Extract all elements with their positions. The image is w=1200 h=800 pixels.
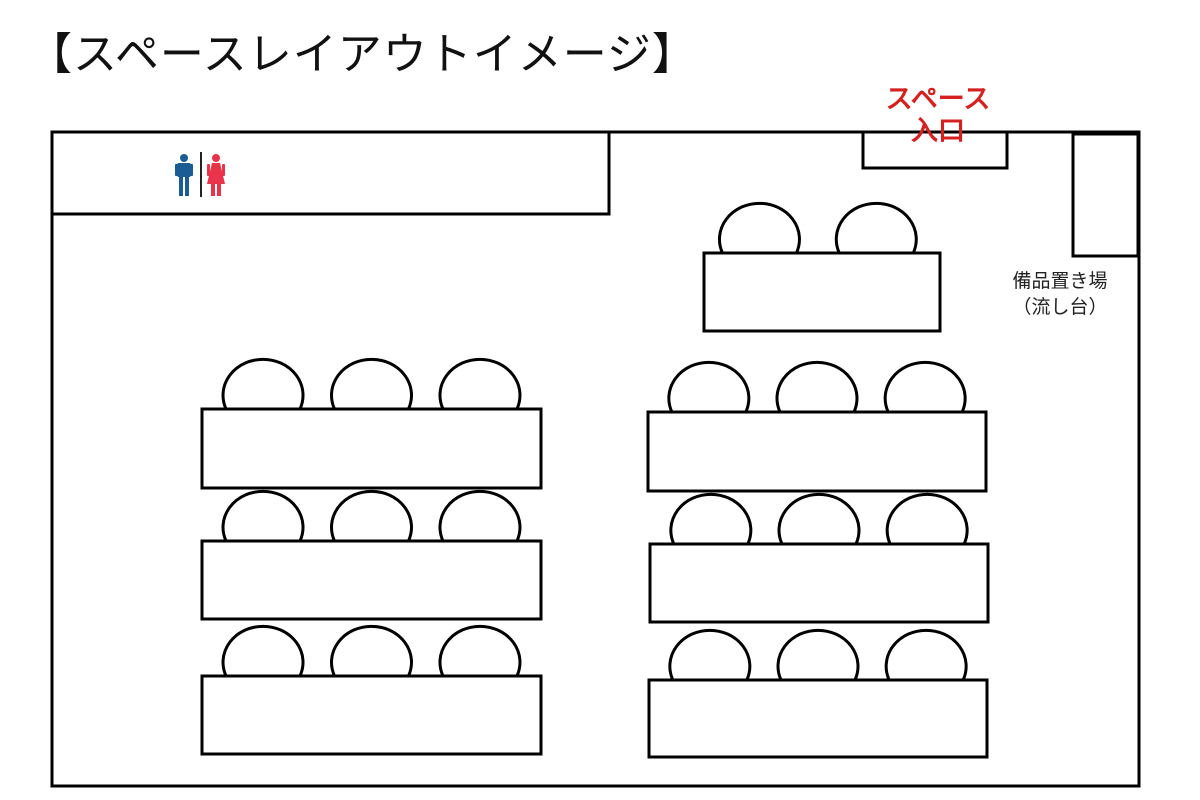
chair <box>221 357 305 410</box>
chair <box>669 492 753 545</box>
chair <box>667 360 751 413</box>
storage-sink-area <box>1071 132 1140 258</box>
table-left-row-3 <box>200 624 543 756</box>
restroom-male-female-icon <box>175 152 225 197</box>
entrance-label-line1: スペース <box>885 84 991 115</box>
storage-label-line2: （流し台） <box>1012 296 1108 318</box>
chair <box>438 624 522 677</box>
page-title: 【スペースレイアウトイメージ】 <box>28 29 697 80</box>
chair <box>717 201 801 254</box>
table-left-row-1 <box>200 357 543 490</box>
chair <box>330 489 413 542</box>
chair <box>221 624 305 677</box>
female-icon <box>207 154 225 196</box>
entrance-label-line2: 入口 <box>911 116 965 147</box>
tables-group <box>200 201 990 759</box>
chair <box>330 357 413 410</box>
table-top-center <box>702 201 942 333</box>
desk <box>200 674 543 756</box>
chair <box>330 624 413 677</box>
desk <box>648 542 990 624</box>
desk <box>200 539 543 621</box>
table-right-row-2 <box>648 492 990 624</box>
entrance-label: スペース 入口 <box>868 84 1008 148</box>
chair <box>776 628 860 681</box>
chair <box>221 489 305 542</box>
restroom-divider <box>200 152 202 197</box>
entrance-area <box>861 130 1009 170</box>
desk <box>702 251 942 333</box>
chair <box>668 628 752 681</box>
table-right-row-1 <box>646 360 988 493</box>
desk <box>200 407 543 490</box>
storage-label-line1: 備品置き場 <box>1012 270 1108 292</box>
chair <box>777 492 861 545</box>
chair <box>438 489 522 542</box>
chair <box>834 201 918 254</box>
desk <box>646 410 988 493</box>
chair <box>885 492 969 545</box>
chair <box>438 357 522 410</box>
chair <box>884 628 968 681</box>
chair <box>883 360 967 413</box>
male-icon <box>175 154 193 196</box>
desk <box>647 678 989 759</box>
table-left-row-2 <box>200 489 543 621</box>
storage-label: 備品置き場 （流し台） <box>980 268 1140 320</box>
chair <box>775 360 859 413</box>
restroom-area <box>50 130 611 216</box>
table-right-row-3 <box>647 628 989 759</box>
